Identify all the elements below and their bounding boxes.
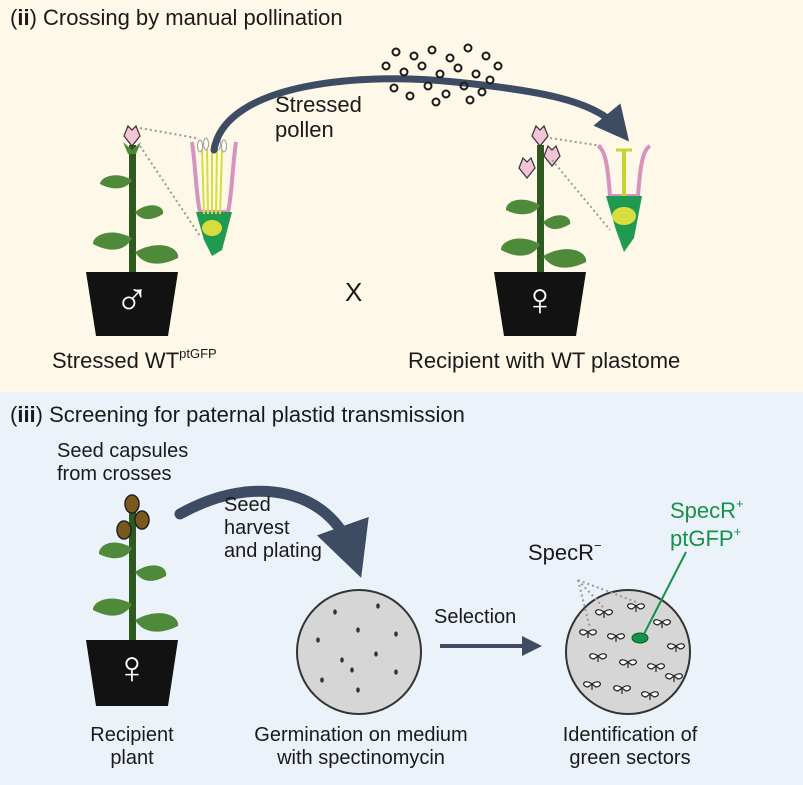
leaf-icon (98, 542, 132, 559)
male-label: Stressed WTptGFP (52, 345, 217, 373)
ptgfp-pos-label: ptGFP+ (670, 523, 742, 551)
panel-iii-heading: (iii) Screening for paternal plastid tra… (10, 402, 465, 427)
cross-symbol: X (345, 277, 363, 307)
panel-ii-label: ii (17, 5, 30, 30)
recipient-plant (92, 494, 179, 640)
flower-icon (543, 144, 561, 167)
leaf-icon (135, 205, 164, 220)
seedling-plate (565, 589, 691, 715)
leaf-icon (100, 175, 132, 189)
seed-plate (296, 589, 422, 715)
seed-capsule-icon (124, 494, 140, 514)
male-flower-section-icon (190, 137, 238, 256)
flower-icon (518, 156, 536, 179)
recipient-female-symbol-icon: ♀ (114, 641, 150, 693)
panel-ii-title: Crossing by manual pollination (43, 5, 343, 30)
pollen-cloud-icon (381, 43, 503, 107)
harvest-arrow (174, 485, 369, 578)
seed-capsule-icon (134, 510, 150, 530)
flower-icon (531, 124, 549, 147)
plate-caption: Germination on medium with spectinomycin (254, 724, 468, 769)
pollination-arrow (210, 75, 630, 154)
female-symbol-icon: ♀ (522, 273, 558, 325)
capsules-label: Seed capsules from crosses (57, 440, 189, 485)
leaf-icon (135, 565, 167, 581)
pollen-label: Stressed pollen (275, 92, 362, 143)
harvest-label: Seed harvest and plating (224, 494, 322, 562)
leaf-icon (543, 215, 571, 230)
leaf-icon (500, 238, 540, 256)
flower-icon (123, 124, 141, 147)
sectors-caption: Identification of green sectors (562, 724, 698, 769)
specr-pos-pointer (643, 551, 687, 635)
specr-neg-label: SpecR− (528, 537, 602, 565)
plant-caption: Recipient plant (90, 724, 174, 769)
female-flower-section-icon (596, 144, 652, 252)
leaf-icon (505, 199, 540, 215)
panel-ii-heading: (ii) Crossing by manual pollination (10, 5, 343, 30)
selection-label: Selection (434, 606, 517, 628)
leaf-icon (92, 232, 132, 250)
leaf-icon (135, 245, 179, 264)
seed-capsule-icon (116, 520, 132, 540)
panel-iii-label: iii (17, 402, 36, 427)
specr-pos-label: SpecR+ (670, 495, 744, 523)
female-pot (494, 272, 586, 336)
specr-neg-pointers (577, 579, 637, 629)
panel-iii-title: Screening for paternal plastid transmiss… (49, 402, 465, 427)
recipient-pot (86, 640, 178, 706)
male-symbol-icon: ♂ (114, 273, 150, 325)
female-label: Recipient with WT plastome (408, 348, 681, 373)
leaf-icon (92, 598, 132, 616)
male-plant (92, 124, 179, 275)
leaf-icon (135, 613, 179, 632)
female-plant (500, 124, 587, 275)
leaf-icon (543, 249, 587, 268)
green-sector-icon (631, 632, 649, 644)
male-pot (86, 272, 178, 336)
